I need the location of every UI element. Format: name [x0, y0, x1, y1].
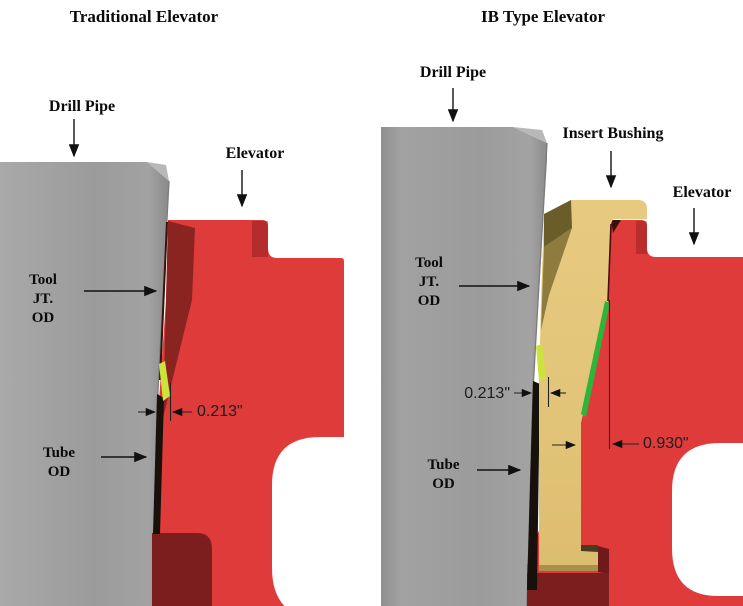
tool-jt-od-line3: OD	[31, 310, 55, 326]
contact-highlight-green	[581, 301, 610, 417]
drill-pipe-label-right: Drill Pipe	[419, 64, 487, 81]
elevator-left-step-shade	[252, 221, 268, 257]
dimension-standoff-right	[514, 377, 566, 407]
tube-od-label-left: Tube OD	[29, 444, 89, 482]
insert-bushing-label: Insert Bushing	[562, 125, 664, 142]
tube-od-label-right: Tube OD	[413, 456, 474, 494]
insert-bushing-foot-bottom-shade	[539, 565, 598, 571]
tube-od-line1: Tube	[427, 457, 460, 473]
pipe-elevator-seam-left	[159, 221, 168, 381]
elevator-label-right: Elevator	[672, 184, 732, 201]
tube-od-line2: OD	[47, 464, 71, 480]
tube-od-line2: OD	[432, 476, 455, 492]
elevator-right-foot-shadow	[598, 546, 609, 574]
left-diagram-title: Traditional Elevator	[69, 7, 219, 26]
right-diagram-title: IB Type Elevator	[480, 7, 606, 26]
drill-pipe-right	[381, 127, 547, 606]
elevator-right-lip-shadow	[527, 573, 609, 606]
elevator-right-cutout	[672, 443, 743, 596]
pipe-elevator-gap-left	[153, 394, 164, 534]
tool-jt-od-label-left: Tool JT. OD	[13, 271, 73, 328]
elevator-right-bore-shadow	[611, 220, 621, 233]
standoff-dimension-left: 0.213"	[197, 403, 243, 420]
bushing-elevator-seam	[607, 223, 612, 302]
dimension-bushing-offset	[552, 300, 639, 450]
elevator-right-step-shade	[636, 221, 647, 254]
insert-bushing-bore-shadow-dark	[544, 200, 572, 247]
tube-od-line1: Tube	[43, 445, 75, 461]
insert-bushing-foot-notch-shadow	[581, 545, 598, 552]
insert-bushing	[539, 200, 647, 571]
elevator-label-left: Elevator	[225, 145, 285, 162]
drill-pipe-left	[0, 162, 169, 606]
standoff-dimension-right: 0.213"	[464, 385, 510, 402]
elevator-left-bore-shadow	[163, 221, 195, 418]
contact-highlight-left	[159, 361, 170, 401]
ib-type-elevator-diagram	[381, 88, 743, 606]
tool-jt-od-line1: Tool	[29, 272, 57, 288]
drill-pipe-left-chamfer	[147, 162, 169, 181]
traditional-elevator-diagram	[0, 119, 371, 606]
contact-highlight-right	[536, 344, 546, 381]
callout-arrows-right	[447, 88, 700, 476]
tool-jt-od-label-right: Tool JT. OD	[399, 254, 459, 311]
tool-jt-od-line1: Tool	[415, 255, 443, 271]
tool-jt-od-line2: JT.	[32, 291, 54, 307]
drill-pipe-right-chamfer	[513, 127, 547, 143]
dimension-standoff-left	[138, 383, 192, 421]
elevator-left-cutout	[272, 437, 371, 606]
tool-jt-od-line3: OD	[417, 293, 441, 309]
callout-arrows-left	[68, 119, 248, 463]
drill-pipe-label-left: Drill Pipe	[48, 98, 116, 115]
insert-bushing-bore-shadow	[541, 228, 572, 330]
elevator-left-lip-shadow	[152, 533, 212, 606]
bushing-offset-dimension: 0.930"	[643, 435, 689, 452]
tool-jt-od-line2: JT.	[418, 274, 440, 290]
pipe-bushing-gap-right	[527, 381, 540, 590]
